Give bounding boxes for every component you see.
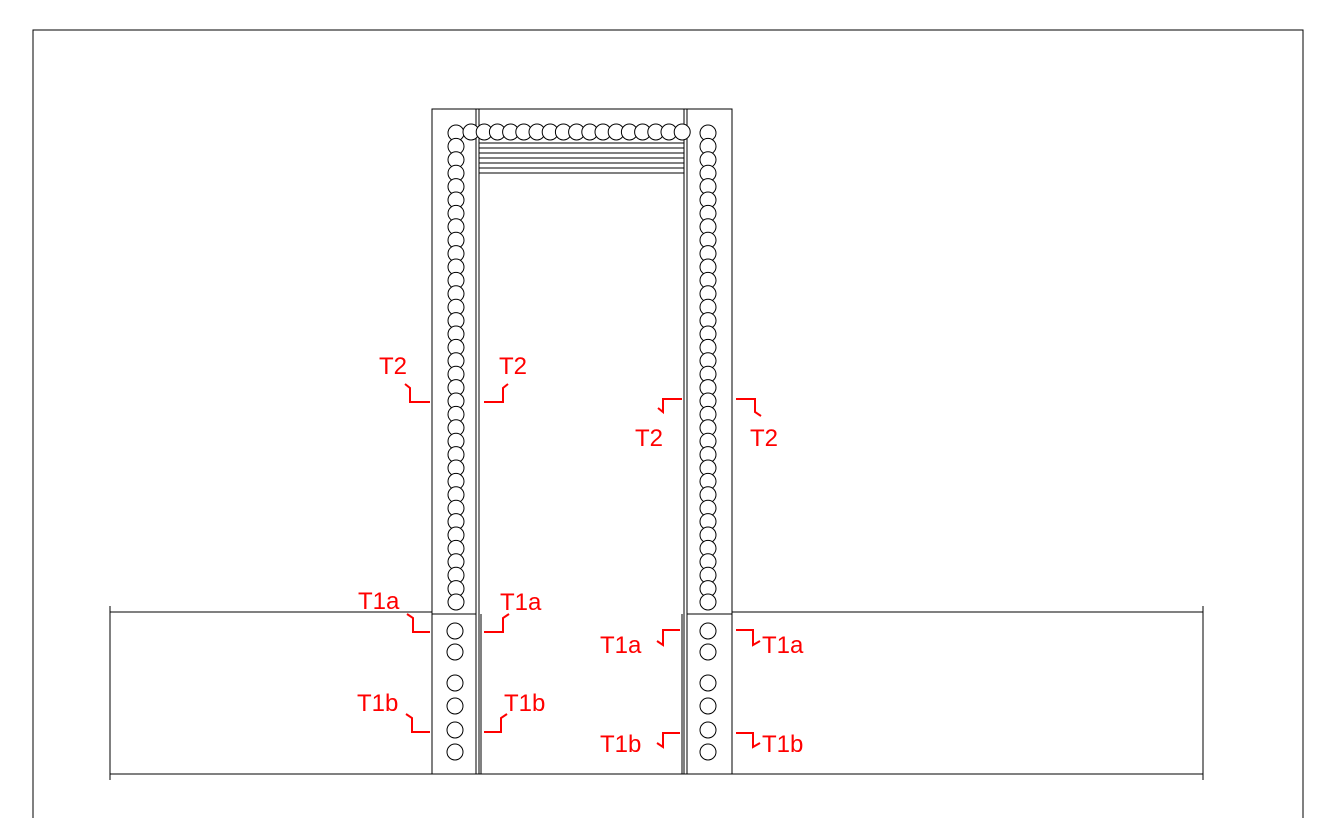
rebar-circle bbox=[447, 593, 465, 611]
rebar-circle bbox=[446, 674, 464, 692]
section-mark-t1b-right-outer bbox=[736, 732, 761, 749]
section-mark-t1b-right-inner bbox=[656, 732, 680, 749]
left-column-rebar bbox=[446, 124, 465, 761]
section-label-t1a: T1a bbox=[762, 632, 804, 659]
section-mark-t2-right-outer bbox=[736, 398, 762, 417]
section-label-t1b: T1b bbox=[600, 731, 641, 758]
rebar-circle bbox=[699, 743, 717, 761]
sheet-border bbox=[32, 29, 1304, 818]
section-label-t2: T2 bbox=[379, 353, 407, 380]
section-label-t2: T2 bbox=[750, 425, 778, 452]
rebar-circle bbox=[446, 643, 464, 661]
right-column bbox=[681, 108, 733, 775]
rebar-circle bbox=[446, 622, 464, 640]
section-mark-t1b-left-outer bbox=[405, 713, 430, 733]
rebar-circle bbox=[699, 622, 717, 640]
section-label-t2: T2 bbox=[499, 353, 527, 380]
top-beam bbox=[462, 108, 691, 174]
left-column bbox=[431, 108, 482, 775]
rebar-circle bbox=[673, 123, 691, 141]
right-column-rebar bbox=[699, 124, 717, 761]
section-mark-t1a-right-outer bbox=[736, 629, 761, 647]
section-label-t1b: T1b bbox=[357, 690, 398, 717]
top-beam-rebar bbox=[462, 123, 691, 141]
section-label-t1a: T1a bbox=[500, 589, 542, 616]
section-mark-t1b-left-inner bbox=[484, 713, 508, 733]
section-mark-t1a-left-inner bbox=[484, 613, 510, 633]
section-mark-t2-right-inner bbox=[657, 398, 682, 415]
rebar-circle bbox=[699, 643, 717, 661]
section-label-t1b: T1b bbox=[504, 690, 545, 717]
section-label-t2: T2 bbox=[635, 425, 663, 452]
rebar-circle bbox=[446, 721, 464, 739]
section-mark-t1a-left-outer bbox=[406, 613, 430, 633]
section-mark-t2-left-inner bbox=[484, 383, 509, 403]
section-mark-t1a-right-inner bbox=[656, 629, 680, 647]
section-label-t1b: T1b bbox=[762, 731, 803, 758]
section-marks: T2 T2 T2 T2 T1a T1a T1a T1a T1b T1b T1b … bbox=[357, 353, 804, 758]
ground-block bbox=[109, 606, 1204, 780]
rebar-circle bbox=[446, 697, 464, 715]
section-label-t1a: T1a bbox=[358, 588, 400, 615]
rebar-circle bbox=[699, 697, 717, 715]
rebar-circle bbox=[699, 721, 717, 739]
rebar-circle bbox=[446, 743, 464, 761]
section-label-t1a: T1a bbox=[600, 632, 642, 659]
rebar-circle bbox=[699, 674, 717, 692]
rebar-circle bbox=[699, 593, 717, 611]
section-mark-t2-left-outer bbox=[404, 383, 430, 403]
